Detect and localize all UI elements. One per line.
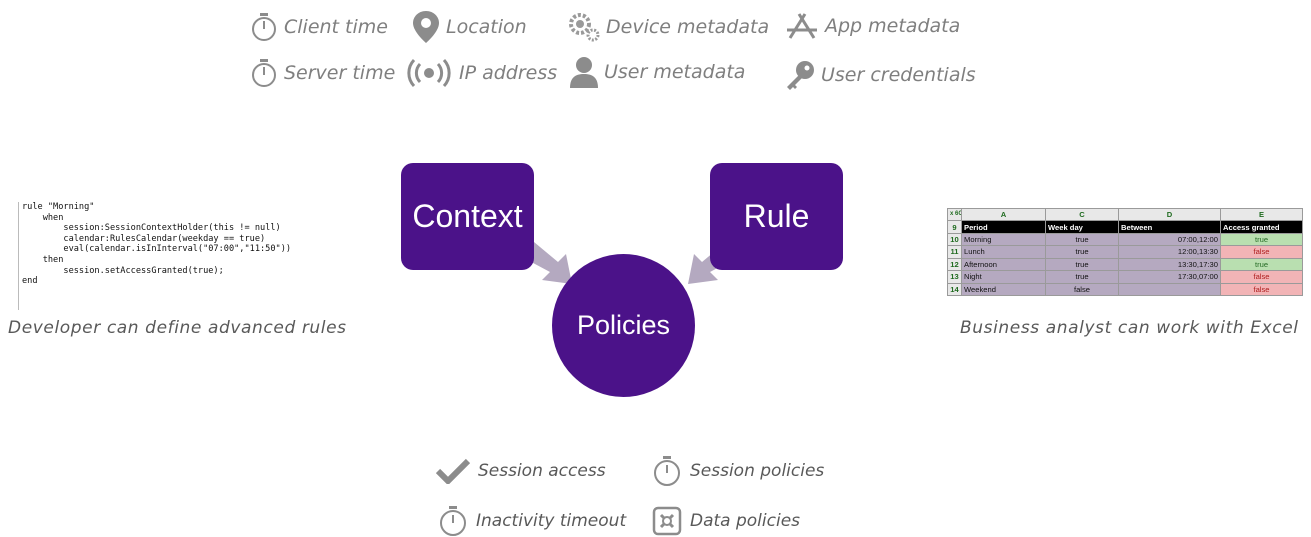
weekday-cell: false (1045, 282, 1119, 297)
stopwatch-icon (440, 506, 466, 536)
code-line: end (22, 276, 38, 287)
column-letter: C (1045, 207, 1119, 222)
period-cell: Lunch (961, 245, 1046, 259)
column-letter-row: x 6C A C D E (947, 207, 1303, 222)
header-cell: Access granted (1220, 220, 1303, 234)
excel-rule-table: x 6C A C D E 9 Period Week day Between A… (947, 207, 1303, 297)
access-cell: false (1220, 270, 1303, 284)
between-cell: 12:00,13:30 (1118, 245, 1221, 259)
gears-icon (569, 13, 600, 42)
table-row: 12 Afternoon true 13:30,17:30 true (947, 257, 1303, 272)
output-label: Inactivity timeout (476, 511, 627, 531)
stopwatch-icon (252, 59, 276, 87)
developer-caption: Developer can define advanced rules (8, 318, 347, 338)
checkmark-icon (436, 458, 470, 484)
weekday-cell: true (1045, 232, 1119, 247)
key-icon (787, 61, 814, 90)
access-cell: false (1220, 282, 1303, 297)
location-pin-icon (413, 11, 439, 43)
between-cell: 13:30,17:30 (1118, 257, 1221, 272)
row-number: 12 (947, 257, 962, 272)
code-line: session:SessionContextHolder(this != nul… (22, 223, 281, 234)
policies-circle: Policies (552, 254, 695, 397)
row-number: 13 (947, 270, 962, 284)
header-cell: Week day (1045, 220, 1119, 234)
analyst-caption: Business analyst can work with Excel (960, 318, 1299, 338)
code-line: when (22, 212, 64, 223)
row-number: 11 (947, 245, 962, 259)
output-session-policies: Session policies (652, 455, 824, 487)
header-cell: Between (1118, 220, 1221, 234)
column-letter: E (1220, 207, 1303, 222)
context-device-metadata: Device metadata (568, 12, 769, 42)
output-label: Session access (478, 461, 606, 481)
context-location: Location (412, 10, 527, 44)
stopwatch-icon (654, 456, 680, 486)
period-cell: Morning (961, 232, 1046, 247)
period-cell: Afternoon (961, 257, 1046, 272)
code-line: then (22, 254, 64, 265)
output-inactivity-timeout: Inactivity timeout (438, 505, 626, 537)
access-cell: true (1220, 257, 1303, 272)
between-cell (1118, 282, 1221, 297)
code-line: session.setAccessGranted(true); (22, 265, 224, 276)
table-row: 10 Morning true 07:00,12:00 true (947, 232, 1303, 247)
period-cell: Weekend (961, 282, 1046, 297)
app-store-icon (787, 13, 817, 39)
code-line: calendar:RulesCalendar(weekday == true) (22, 233, 266, 244)
context-label: App metadata (825, 15, 961, 37)
user-icon (570, 57, 598, 88)
context-client-time: Client time (250, 12, 388, 42)
weekday-cell: true (1045, 270, 1119, 284)
between-cell: 17:30,07:00 (1118, 270, 1221, 284)
row-number: 10 (947, 232, 962, 247)
context-ip-address: IP address (405, 58, 557, 88)
data-policy-icon (652, 506, 682, 536)
period-cell: Night (961, 270, 1046, 284)
header-cell: Period (961, 220, 1046, 234)
context-app-metadata: App metadata (785, 12, 960, 40)
table-row: 13 Night true 17:30,07:00 false (947, 270, 1303, 284)
output-label: Session policies (690, 461, 825, 481)
context-label: Device metadata (606, 16, 770, 38)
output-data-policies: Data policies (652, 506, 800, 536)
column-letter: D (1118, 207, 1221, 222)
context-user-metadata: User metadata (570, 56, 745, 88)
stopwatch-icon (252, 13, 276, 41)
between-cell: 07:00,12:00 (1118, 232, 1221, 247)
weekday-cell: true (1045, 245, 1119, 259)
context-label: Server time (284, 62, 396, 84)
output-label: Data policies (690, 511, 801, 531)
context-user-credentials: User credentials (785, 60, 976, 90)
context-box: Context (401, 163, 534, 270)
rule-box: Rule (710, 163, 843, 270)
table-row: 14 Weekend false false (947, 282, 1303, 297)
rule-box-label: Rule (743, 198, 810, 234)
context-box-label: Context (412, 198, 523, 234)
context-server-time: Server time (250, 58, 395, 88)
context-label: Location (446, 16, 527, 38)
weekday-cell: true (1045, 257, 1119, 272)
code-line: rule "Morning" (22, 202, 95, 212)
access-cell: false (1220, 245, 1303, 259)
table-row: 11 Lunch true 12:00,13:30 false (947, 245, 1303, 259)
context-label: IP address (459, 62, 558, 84)
broadcast-icon (407, 58, 451, 88)
rule-code-snippet: rule "Morning" when session:SessionConte… (18, 202, 352, 310)
row-number: 14 (947, 282, 962, 297)
context-label: Client time (284, 16, 388, 38)
output-session-access: Session access (436, 458, 606, 484)
column-letter: A (961, 207, 1046, 222)
access-cell: true (1220, 232, 1303, 247)
code-line: eval(calendar.isInInterval("07:00","11:5… (22, 244, 292, 255)
row-number: 9 (947, 220, 962, 234)
context-label: User credentials (821, 64, 976, 86)
cell-ref: x 6C (947, 207, 962, 222)
context-label: User metadata (604, 61, 746, 83)
policies-label: Policies (576, 310, 671, 340)
table-header-row: 9 Period Week day Between Access granted (947, 220, 1303, 234)
